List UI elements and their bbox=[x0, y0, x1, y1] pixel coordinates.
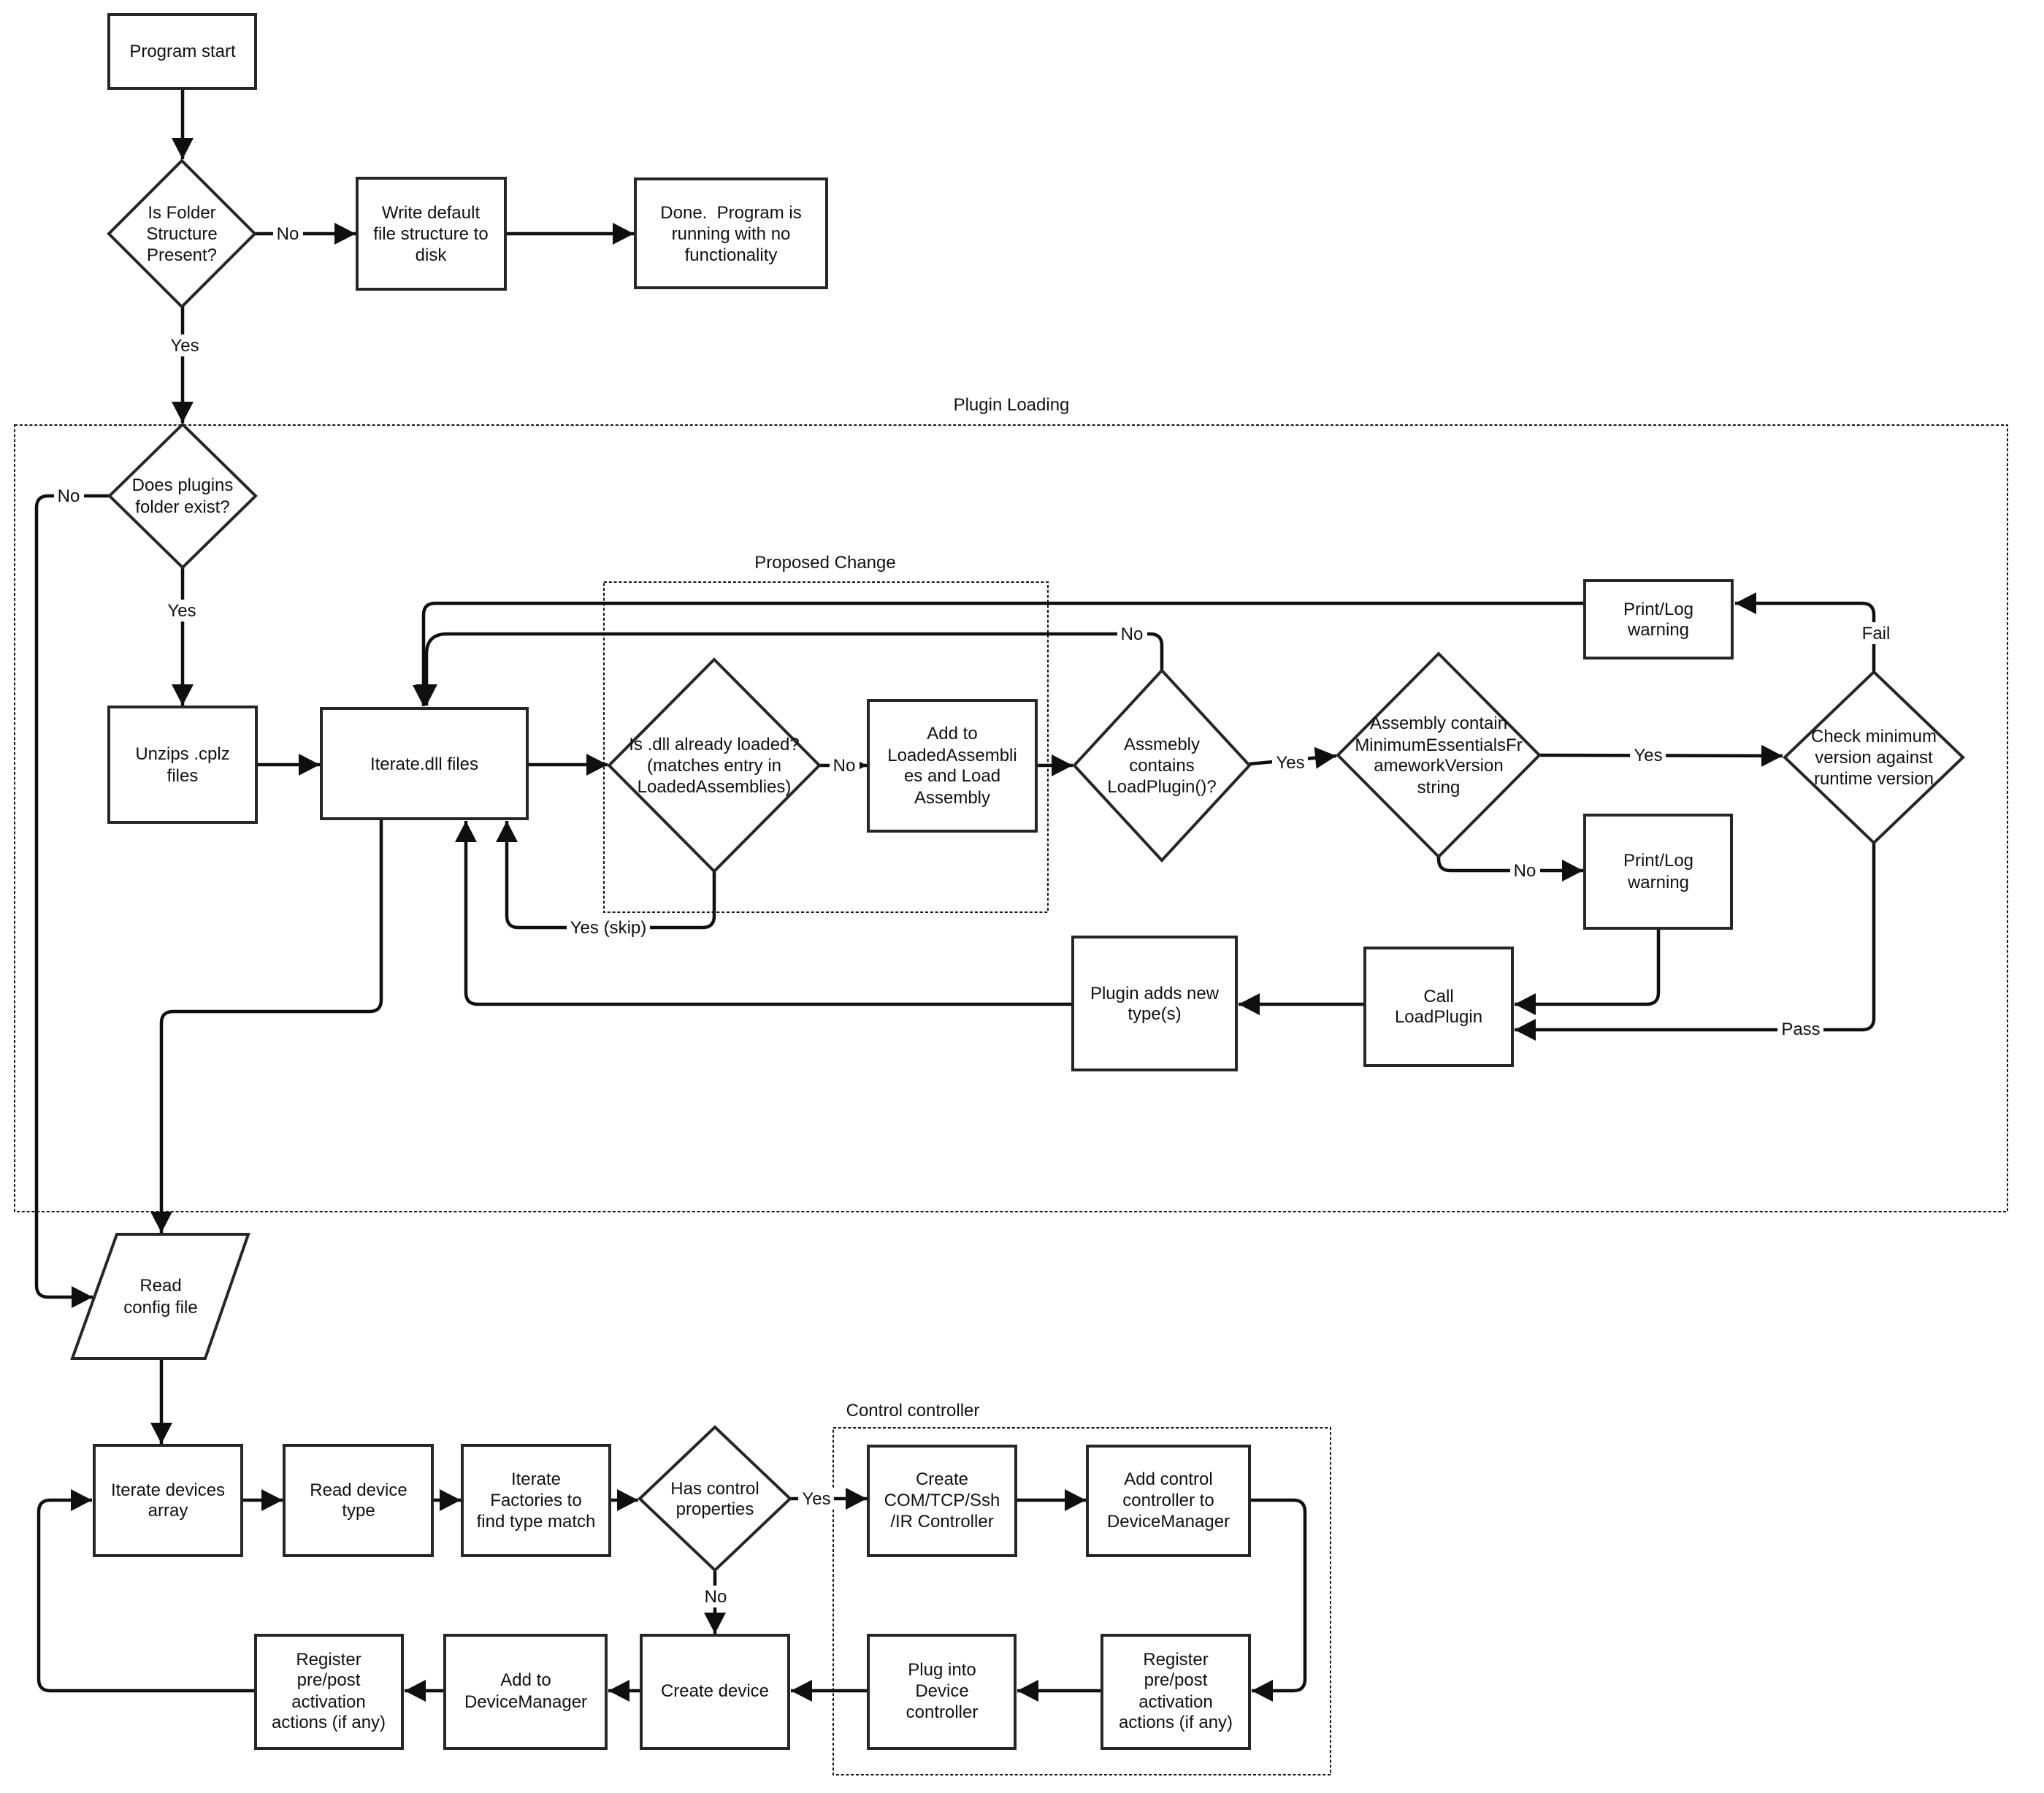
svg-text:Yes: Yes bbox=[1634, 746, 1662, 765]
svg-text:No: No bbox=[58, 486, 80, 506]
svg-text:No: No bbox=[705, 1587, 727, 1607]
svg-text:Create device: Create device bbox=[661, 1681, 769, 1701]
svg-text:No: No bbox=[1514, 861, 1536, 881]
svg-text:Yes (skip): Yes (skip) bbox=[570, 918, 646, 938]
svg-text:No: No bbox=[1121, 624, 1144, 644]
svg-text:Yes: Yes bbox=[802, 1489, 830, 1509]
svg-text:Control controller: Control controller bbox=[846, 1401, 980, 1421]
svg-text:No: No bbox=[833, 756, 856, 776]
svg-text:Yes: Yes bbox=[170, 336, 199, 356]
svg-text:Fail: Fail bbox=[1862, 624, 1891, 643]
svg-text:Pass: Pass bbox=[1781, 1020, 1820, 1039]
svg-text:Yes: Yes bbox=[167, 601, 196, 621]
svg-text:Program start: Program start bbox=[129, 42, 236, 61]
svg-text:No: No bbox=[277, 224, 299, 244]
svg-text:Iterate.dll files: Iterate.dll files bbox=[370, 754, 478, 774]
svg-text:Yes: Yes bbox=[1276, 753, 1304, 773]
svg-text:Is .dll already loaded?(matche: Is .dll already loaded?(matches entry in… bbox=[629, 735, 799, 797]
svg-text:Plugin Loading: Plugin Loading bbox=[954, 395, 1070, 415]
svg-text:Proposed Change: Proposed Change bbox=[754, 553, 895, 573]
